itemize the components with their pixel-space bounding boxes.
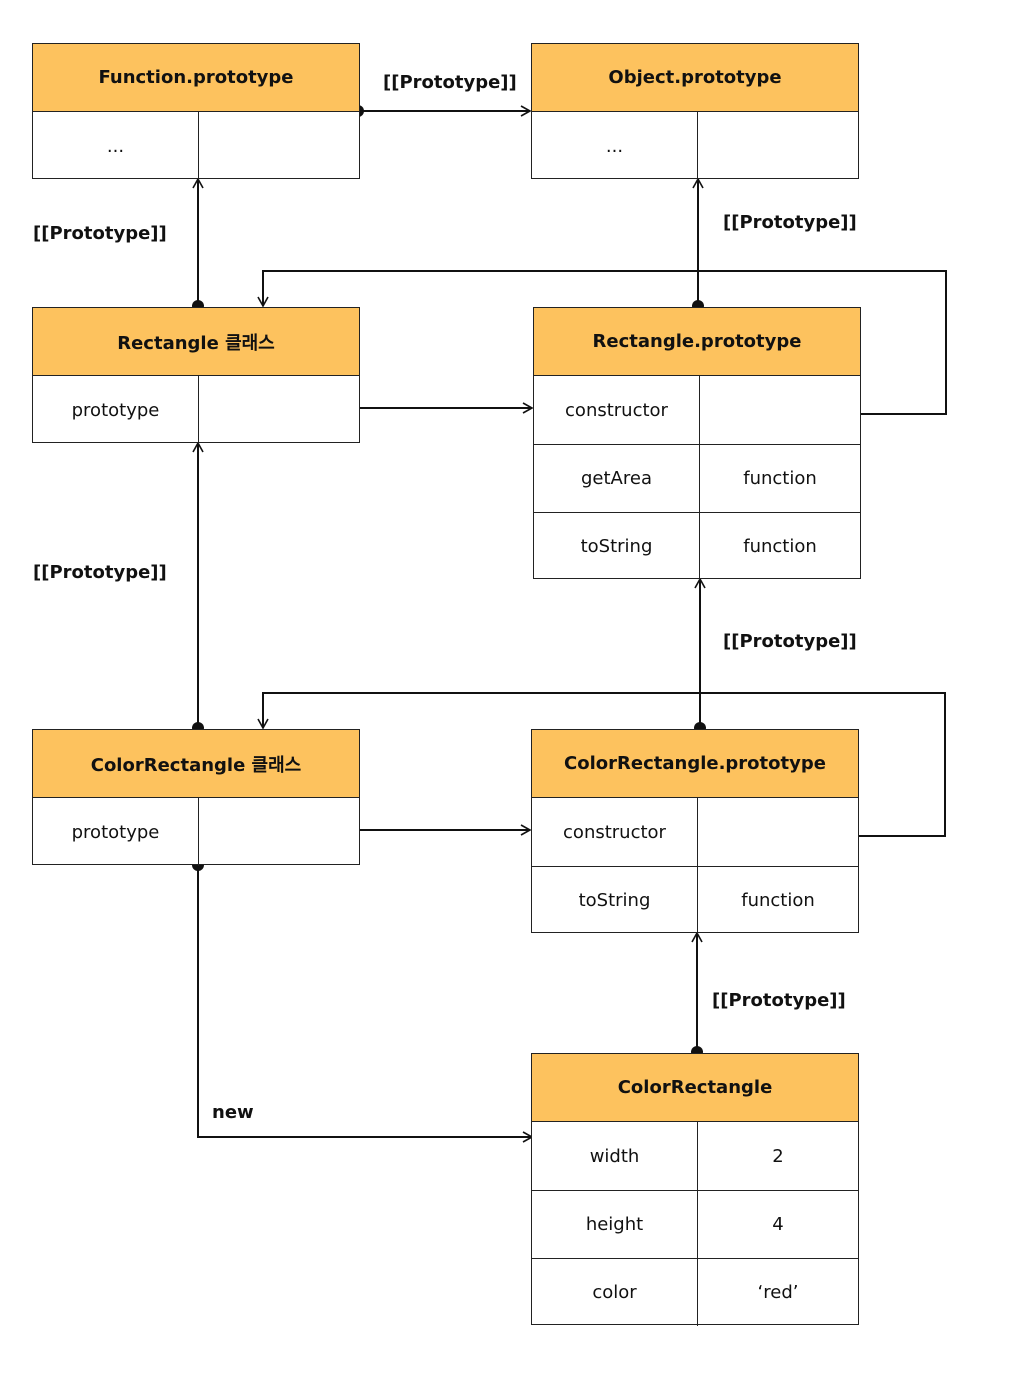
rectangle-prototype-box: Rectangle.prototype constructor getArea … <box>533 307 861 580</box>
row-value: function <box>743 467 817 489</box>
row-key: prototype <box>71 399 160 421</box>
row-key: constructor <box>565 399 668 421</box>
row-value: ‘red’ <box>757 1281 799 1303</box>
row-value <box>199 798 359 866</box>
column-divider <box>198 112 199 180</box>
row-key: toString <box>580 535 653 557</box>
row-value <box>700 376 860 444</box>
link-rect-constructor-pointer <box>257 270 947 415</box>
row-value: function <box>741 889 815 911</box>
column-divider <box>198 798 199 866</box>
row-key: height <box>585 1213 644 1235</box>
box-row: getArea function <box>534 444 860 513</box>
column-divider <box>697 1258 698 1326</box>
box-title: ColorRectangle <box>532 1054 858 1122</box>
box-row: toString function <box>532 866 858 934</box>
link-new-instance <box>197 865 534 1143</box>
rectangle-class-box: Rectangle 클래스 prototype <box>32 307 360 444</box>
label-proto-rect-proto-to-object: [[Prototype]] <box>723 212 857 233</box>
box-title: ColorRectangle 클래스 <box>33 730 359 798</box>
row-key: prototype <box>71 821 160 843</box>
box-row: prototype <box>33 376 359 444</box>
column-divider <box>198 376 199 444</box>
link-color-constructor-pointer <box>257 692 946 837</box>
column-divider <box>699 444 700 512</box>
label-proto-instance-to-color-proto: [[Prototype]] <box>712 990 846 1011</box>
row-value <box>199 112 359 180</box>
label-new: new <box>212 1102 254 1123</box>
colorrectangle-instance-box: ColorRectangle width 2 height 4 color ‘r… <box>531 1053 859 1326</box>
label-proto-color-proto-to-rect-proto: [[Prototype]] <box>723 631 857 652</box>
row-key: toString <box>578 889 651 911</box>
label-proto-rect-class-to-function: [[Prototype]] <box>33 223 167 244</box>
box-row: ... <box>532 112 858 180</box>
box-row: height 4 <box>532 1190 858 1259</box>
box-row: color ‘red’ <box>532 1258 858 1326</box>
column-divider <box>697 866 698 934</box>
box-title: Rectangle 클래스 <box>33 308 359 376</box>
row-value <box>698 798 858 866</box>
column-divider <box>699 512 700 580</box>
label-proto-function-to-object: [[Prototype]] <box>383 72 517 93</box>
box-row: constructor <box>534 376 860 445</box>
row-key: ... <box>106 135 125 157</box>
row-key: constructor <box>563 821 666 843</box>
row-value: 2 <box>772 1145 784 1167</box>
row-key: ... <box>605 135 624 157</box>
column-divider <box>697 1190 698 1258</box>
row-key: color <box>592 1281 637 1303</box>
column-divider <box>699 376 700 444</box>
colorrectangle-class-box: ColorRectangle 클래스 prototype <box>32 729 360 866</box>
box-row: toString function <box>534 512 860 580</box>
row-value <box>698 112 858 180</box>
box-title: Rectangle.prototype <box>534 308 860 376</box>
box-row: constructor <box>532 798 858 867</box>
box-title: Object.prototype <box>532 44 858 112</box>
row-value: 4 <box>772 1213 784 1235</box>
row-key: getArea <box>581 467 652 489</box>
box-row: prototype <box>33 798 359 866</box>
box-title: ColorRectangle.prototype <box>532 730 858 798</box>
column-divider <box>697 798 698 866</box>
row-key: width <box>589 1145 640 1167</box>
box-row: width 2 <box>532 1122 858 1191</box>
column-divider <box>697 1122 698 1190</box>
box-title: Function.prototype <box>33 44 359 112</box>
box-row: ... <box>33 112 359 180</box>
function-prototype-box: Function.prototype ... <box>32 43 360 180</box>
label-proto-color-class-to-rect-class: [[Prototype]] <box>33 562 167 583</box>
column-divider <box>697 112 698 180</box>
row-value <box>199 376 359 444</box>
colorrectangle-prototype-box: ColorRectangle.prototype constructor toS… <box>531 729 859 934</box>
row-value: function <box>743 535 817 557</box>
object-prototype-box: Object.prototype ... <box>531 43 859 180</box>
